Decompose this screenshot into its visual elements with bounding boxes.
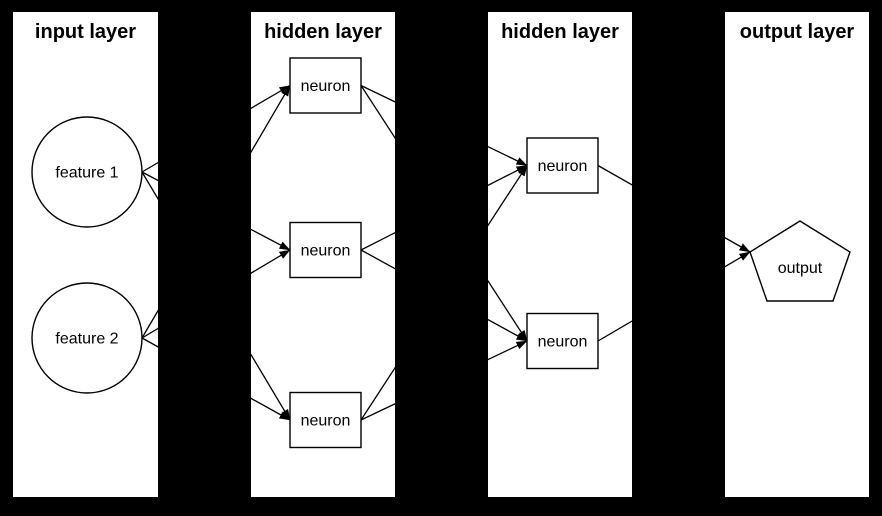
edge-h1n1-h2n1 <box>360 84 528 167</box>
edge-feature2-h1n2 <box>141 249 291 339</box>
node-feature-2 <box>31 282 143 394</box>
edge-h1n3-h2n1 <box>360 165 528 421</box>
edge-feature1-h1n1 <box>141 84 291 173</box>
node-label-output: output <box>778 260 823 277</box>
edge-h2n1-output <box>597 164 751 253</box>
edge-h1n1-h2n2 <box>360 85 528 342</box>
node-label-hidden1-neuron-3: neuron <box>301 413 351 430</box>
node-feature-1 <box>31 116 143 228</box>
node-label-feature-2: feature 2 <box>55 331 118 348</box>
panel-title-hidden-layer-1: hidden layer <box>264 21 382 43</box>
node-label-hidden2-neuron-2: neuron <box>538 334 588 351</box>
edge-feature1-h1n3 <box>141 171 291 421</box>
edge-h1n2-h2n2 <box>360 249 528 342</box>
edge-h2n2-output <box>597 251 751 342</box>
panel-title-hidden-layer-2: hidden layer <box>501 21 619 43</box>
node-hidden1-neuron-3 <box>289 391 362 449</box>
node-hidden2-neuron-1 <box>526 137 599 194</box>
node-hidden1-neuron-2 <box>289 221 362 279</box>
node-output <box>749 220 851 302</box>
node-label-hidden1-neuron-1: neuron <box>301 78 351 95</box>
panel-input-layer <box>13 12 158 497</box>
node-label-hidden1-neuron-2: neuron <box>301 243 351 260</box>
edge-h1n3-h2n2 <box>360 340 528 421</box>
node-label-feature-1: feature 1 <box>55 165 118 182</box>
edge-feature2-h1n3 <box>141 337 291 421</box>
node-label-hidden2-neuron-1: neuron <box>538 158 588 175</box>
node-hidden2-neuron-2 <box>526 312 599 370</box>
edge-group <box>141 84 751 421</box>
node-hidden1-neuron-1 <box>289 57 362 114</box>
edge-h1n2-h2n1 <box>360 164 528 251</box>
panel-title-output-layer: output layer <box>740 21 855 43</box>
panel-title-input-layer: input layer <box>35 21 136 43</box>
panel-hidden-layer-2 <box>488 12 632 497</box>
edge-feature2-h1n1 <box>141 85 291 339</box>
